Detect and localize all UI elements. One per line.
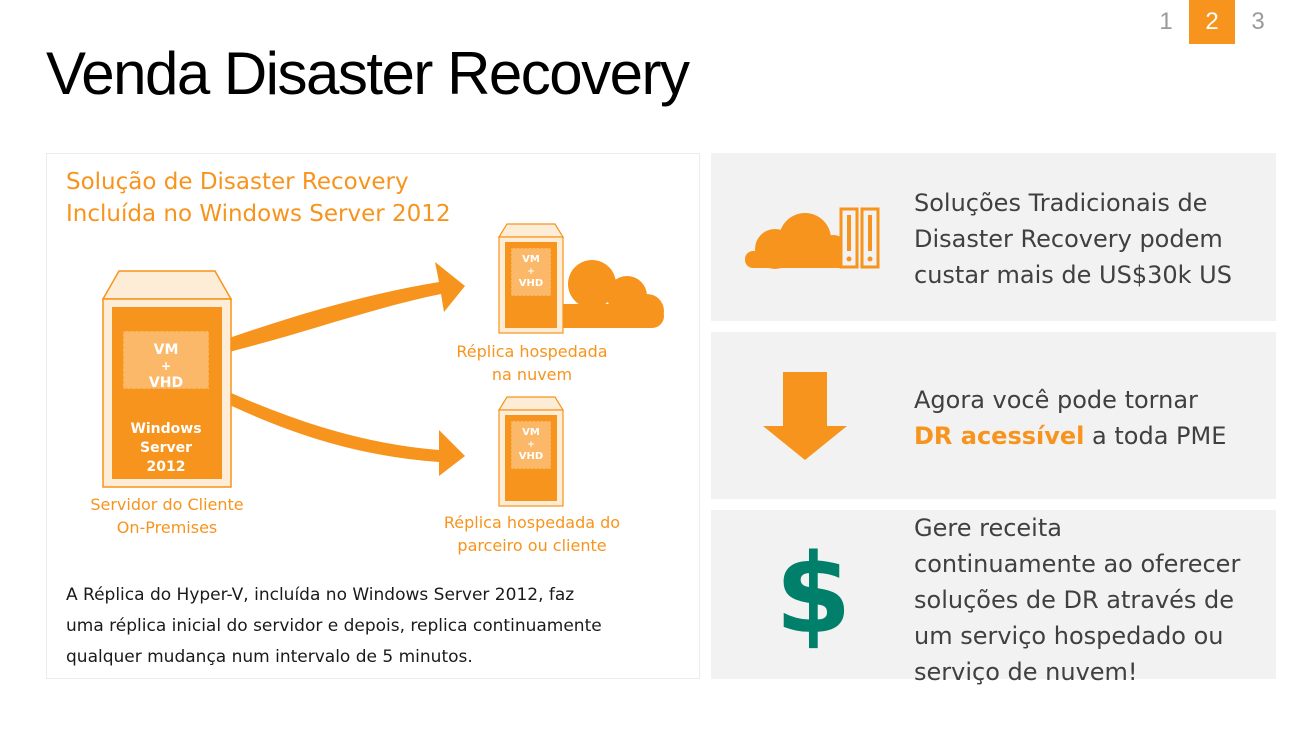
traditional-line1: Soluções Tradicionais de [914, 189, 1208, 217]
server-vm-text: VM [154, 342, 179, 358]
customer-server-label-line2: On-Premises [116, 518, 218, 537]
affordable-highlight: DR acessível [914, 422, 1085, 450]
hyperv-description: A Réplica do Hyper-V, incluída no Window… [66, 580, 696, 673]
replica-top-vhd: VHD [519, 278, 543, 289]
page-title: Venda Disaster Recovery [46, 40, 690, 107]
partner-replica-label-line2: parceiro ou cliente [457, 536, 607, 555]
server-os-line2: Server [140, 440, 192, 456]
traditional-dr-text: Soluções Tradicionais de Disaster Recove… [914, 185, 1232, 293]
affordable-line1: Agora você pode tornar [914, 386, 1198, 414]
partner-replica-label: Réplica hospedada do parceiro ou cliente [422, 511, 642, 557]
replication-arrow-top [212, 262, 465, 356]
cloud-replica-label-line1: Réplica hospedada [456, 342, 608, 361]
cloud-replica-label: Réplica hospedada na nuvem [432, 340, 632, 386]
customer-server-label: Servidor do Cliente On-Premises [77, 493, 257, 539]
description-line1: A Réplica do Hyper-V, incluída no Window… [66, 585, 575, 605]
revenue-line2: continuamente ao oferecer [914, 550, 1241, 578]
cloud-replica-label-line2: na nuvem [491, 365, 573, 384]
solution-heading-line2: Incluída no Windows Server 2012 [66, 201, 451, 227]
page-2-button[interactable]: 2 [1189, 0, 1235, 44]
dr-solution-panel: Solução de Disaster Recovery Incluída no… [46, 153, 700, 679]
revenue-line5: serviço de nuvem! [914, 658, 1138, 686]
partner-replica-server-icon: VM + VHD [497, 396, 565, 507]
affordable-line2: DR acessível a toda PME [914, 418, 1226, 454]
revenue-text: Gere receita continuamente ao oferecer s… [914, 510, 1240, 690]
replica-bottom-vm: VM [522, 427, 540, 438]
description-line3: qualquer mudança num intervalo de 5 minu… [66, 647, 473, 667]
affordable-line2-rest: a toda PME [1084, 422, 1227, 450]
down-arrow-icon [763, 372, 847, 460]
replica-bottom-plus: + [527, 440, 535, 450]
affordable-dr-text: Agora você pode tornar DR acessível a to… [914, 382, 1226, 454]
partner-replica-label-line1: Réplica hospedada do [443, 513, 621, 532]
customer-server-label-line1: Servidor do Cliente [90, 495, 244, 514]
revenue-line4: um serviço hospedado ou [914, 622, 1224, 650]
replica-top-vm: VM [522, 254, 540, 265]
cloud-server-icon [745, 207, 880, 269]
affordable-dr-panel: Agora você pode tornar DR acessível a to… [711, 332, 1276, 499]
replication-diagram: VM + VHD Windows Server 2012 VM + VHD [101, 223, 664, 507]
server-vhd-text: VHD [149, 375, 183, 391]
traditional-line2: Disaster Recovery podem [914, 225, 1223, 253]
cloud-replica-server-icon: VM + VHD [497, 223, 565, 334]
cloud-icon [552, 260, 664, 328]
solution-heading: Solução de Disaster Recovery Incluída no… [66, 166, 451, 230]
dollar-icon: $ [775, 530, 852, 658]
page-1-button[interactable]: 1 [1159, 8, 1173, 35]
replication-arrow-bottom [207, 382, 465, 476]
traditional-line3: custar mais de US$30k US [914, 261, 1232, 289]
revenue-line1: Gere receita [914, 514, 1062, 542]
traditional-dr-panel: Soluções Tradicionais de Disaster Recove… [711, 153, 1276, 321]
server-plus-text: + [161, 359, 171, 373]
description-line2: uma réplica inicial do servidor e depois… [66, 616, 602, 636]
page-3-button[interactable]: 3 [1251, 8, 1265, 35]
solution-heading-line1: Solução de Disaster Recovery [66, 169, 409, 195]
server-os-line1: Windows [130, 421, 201, 437]
replica-bottom-vhd: VHD [519, 451, 543, 462]
replica-top-plus: + [527, 267, 535, 277]
revenue-line3: soluções de DR através de [914, 586, 1235, 614]
pager: 1 2 3 [1143, 0, 1281, 44]
customer-server-icon: VM + VHD Windows Server 2012 [101, 270, 233, 488]
revenue-panel: $ Gere receita continuamente ao oferecer… [711, 510, 1276, 686]
server-os-line3: 2012 [147, 459, 186, 475]
